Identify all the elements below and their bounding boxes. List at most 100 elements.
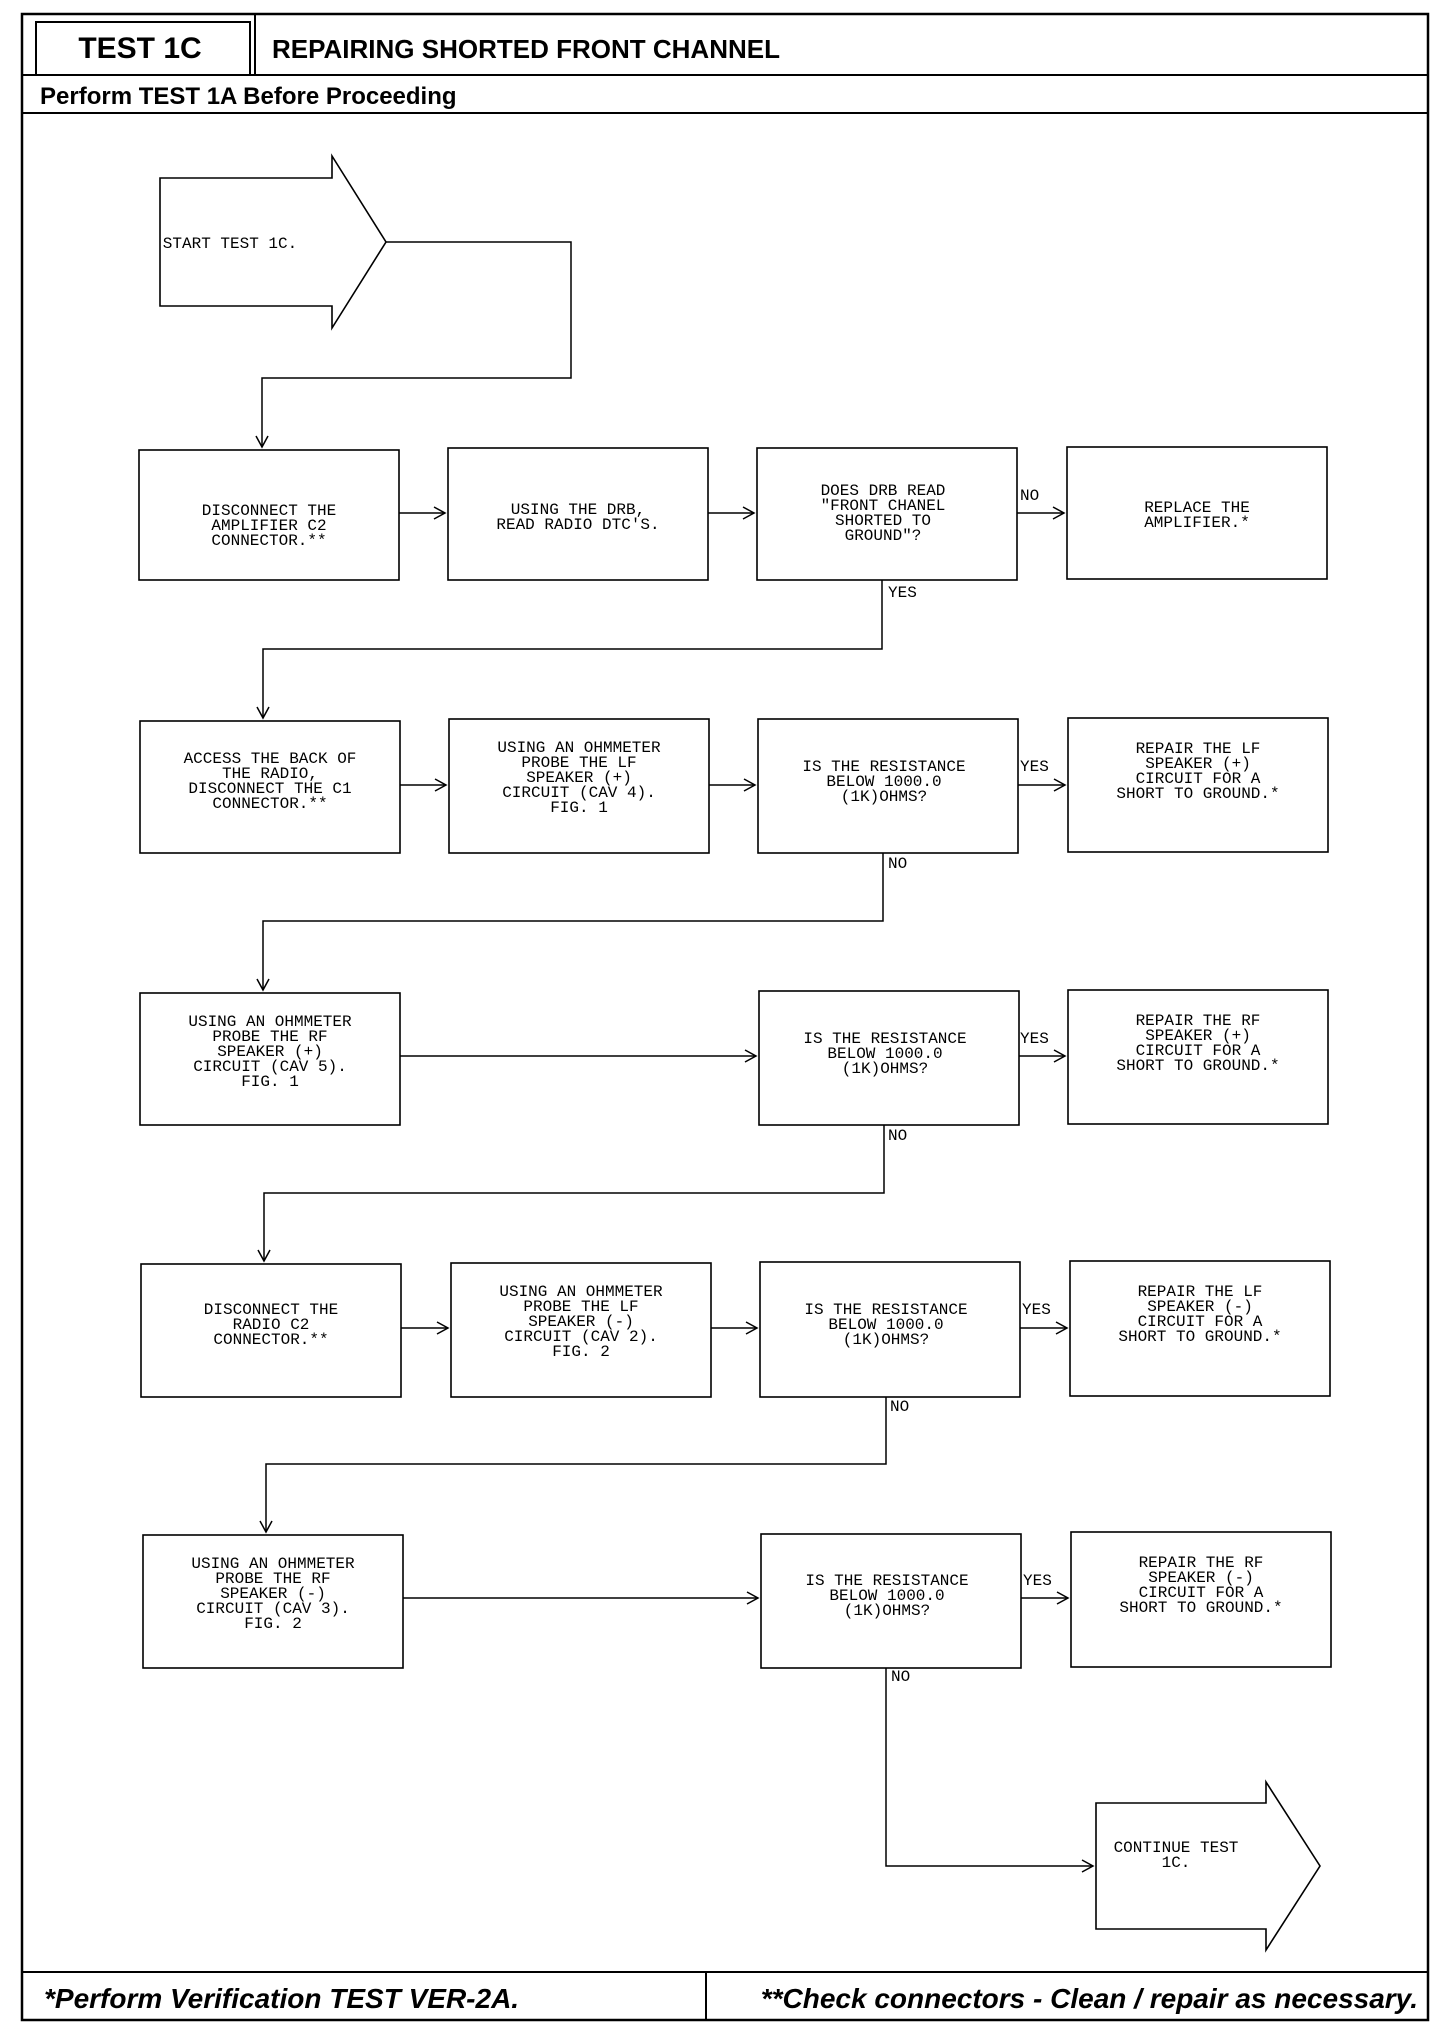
box-text-line: BELOW 1000.0: [826, 773, 941, 791]
box-text-line: SPEAKER (+): [526, 769, 632, 787]
box-text-line: USING AN OHMMETER: [188, 1013, 352, 1031]
box-text-line: (1K)OHMS?: [841, 788, 927, 806]
row1-decision-box: [756, 447, 1018, 581]
box-text-line: CIRCUIT (CAV 3).: [196, 1600, 350, 1618]
row1-disconnect-amp-box: [138, 449, 400, 581]
prerequisite-note: Perform TEST 1A Before Proceeding: [40, 83, 457, 110]
box-text-line: CIRCUIT FOR A: [1139, 1584, 1264, 1602]
arrowhead: [1052, 506, 1066, 520]
box-text-line: GROUND"?: [845, 527, 922, 545]
arrowhead: [744, 1049, 758, 1063]
row5-probe-rf-minus-box: [142, 1534, 404, 1669]
box-text-line: AMPLIFIER.*: [1144, 514, 1250, 532]
row3-result-box: [1067, 989, 1329, 1125]
box-text-line: SHORT TO GROUND.*: [1118, 1328, 1281, 1346]
arrowhead: [257, 1249, 271, 1263]
box-text-line: SHORT TO GROUND.*: [1116, 1057, 1279, 1075]
connector-r4-down: [265, 1397, 887, 1532]
box-text-line: DISCONNECT THE C1: [188, 780, 351, 798]
arrowhead: [745, 1321, 759, 1335]
row1-no-label: NO: [1020, 487, 1039, 505]
box-text-line: CIRCUIT FOR A: [1138, 1313, 1263, 1331]
box-text-line: SHORT TO GROUND.*: [1119, 1599, 1282, 1617]
arrowhead: [259, 1520, 273, 1534]
box-text-line: 1C.: [1162, 1854, 1191, 1872]
box-text-line: CIRCUIT (CAV 4).: [502, 784, 656, 802]
box-text-line: ACCESS THE BACK OF: [184, 750, 357, 768]
box-text-line: SPEAKER (-): [220, 1585, 326, 1603]
connector-start-down: [261, 241, 572, 447]
arrowhead: [1053, 778, 1067, 792]
box-text-line: AMPLIFIER C2: [211, 517, 326, 535]
end-arrow-shape: [1095, 1779, 1321, 1953]
box-text-line: IS THE RESISTANCE: [805, 1572, 968, 1590]
arrowhead: [433, 506, 447, 520]
row3-probe-rf-plus-box: [139, 992, 401, 1126]
box-text-line: (1K)OHMS?: [843, 1331, 929, 1349]
row2-result-box: [1067, 717, 1329, 853]
test-id-box: [35, 21, 251, 76]
box-text-line: START TEST 1C.: [163, 235, 297, 253]
row3-no-label: NO: [888, 1127, 907, 1145]
box-text-line: (1K)OHMS?: [842, 1060, 928, 1078]
box-text-line: SPEAKER (-): [528, 1313, 634, 1331]
box-text-line: SHORT TO GROUND.*: [1116, 785, 1279, 803]
connector-r1-down: [262, 580, 883, 718]
box-text-line: RADIO C2: [233, 1316, 310, 1334]
arrowhead: [746, 1591, 760, 1605]
box-text-line: PROBE THE RF: [215, 1570, 330, 1588]
row1-result-box: [1066, 446, 1328, 580]
box-text-line: REPAIR THE LF: [1138, 1283, 1263, 1301]
box-text-line: "FRONT CHANEL: [821, 497, 946, 515]
connector-r5-down: [885, 1668, 1093, 1867]
box-text-line: PROBE THE LF: [523, 1298, 638, 1316]
box-text-line: FIG. 1: [241, 1073, 299, 1091]
box-text-line: READ RADIO DTC'S.: [496, 516, 659, 534]
box-text-line: SPEAKER (+): [1145, 755, 1251, 773]
box-text-line: IS THE RESISTANCE: [802, 758, 965, 776]
arrowhead: [1056, 1591, 1070, 1605]
arrowhead: [742, 506, 756, 520]
row4-decision-box: [759, 1261, 1021, 1398]
box-text-line: CIRCUIT FOR A: [1136, 770, 1261, 788]
row2-access-radio-box: [139, 720, 401, 854]
box-text-line: BELOW 1000.0: [828, 1316, 943, 1334]
row2-no-label: NO: [888, 855, 907, 873]
row4-no-label: NO: [890, 1398, 909, 1416]
box-text-line: USING AN OHMMETER: [191, 1555, 355, 1573]
box-text-line: REPAIR THE LF: [1136, 740, 1261, 758]
arrowhead: [256, 978, 270, 992]
start-text: START TEST 1C.: [163, 235, 297, 253]
arrowhead: [256, 706, 270, 720]
footer-right-note: **Check connectors - Clean / repair as n…: [761, 1983, 1418, 2014]
row5-result-box: [1070, 1531, 1332, 1668]
box-text-line: FIG. 2: [552, 1343, 610, 1361]
row5-decision-box: [760, 1533, 1022, 1669]
box-text-line: (1K)OHMS?: [844, 1602, 930, 1620]
box-text-line: CIRCUIT (CAV 5).: [193, 1058, 347, 1076]
row1-read-dtc-box: [447, 447, 709, 581]
row4-disconnect-radio-box: [140, 1263, 402, 1398]
arrowhead: [1055, 1321, 1069, 1335]
arrowhead: [1053, 1049, 1067, 1063]
box-text-line: SPEAKER (-): [1148, 1569, 1254, 1587]
box-text-line: USING AN OHMMETER: [499, 1283, 663, 1301]
box-text-line: DOES DRB READ: [821, 482, 946, 500]
connector-r3-down: [263, 1125, 885, 1261]
row4-yes-label: YES: [1022, 1301, 1051, 1319]
arrowhead: [255, 435, 269, 449]
row3-decision-box: [758, 990, 1020, 1126]
start-arrow-shape: [159, 153, 387, 331]
row1-read-dtc-text: USING THE DRB,READ RADIO DTC'S.: [496, 501, 659, 534]
